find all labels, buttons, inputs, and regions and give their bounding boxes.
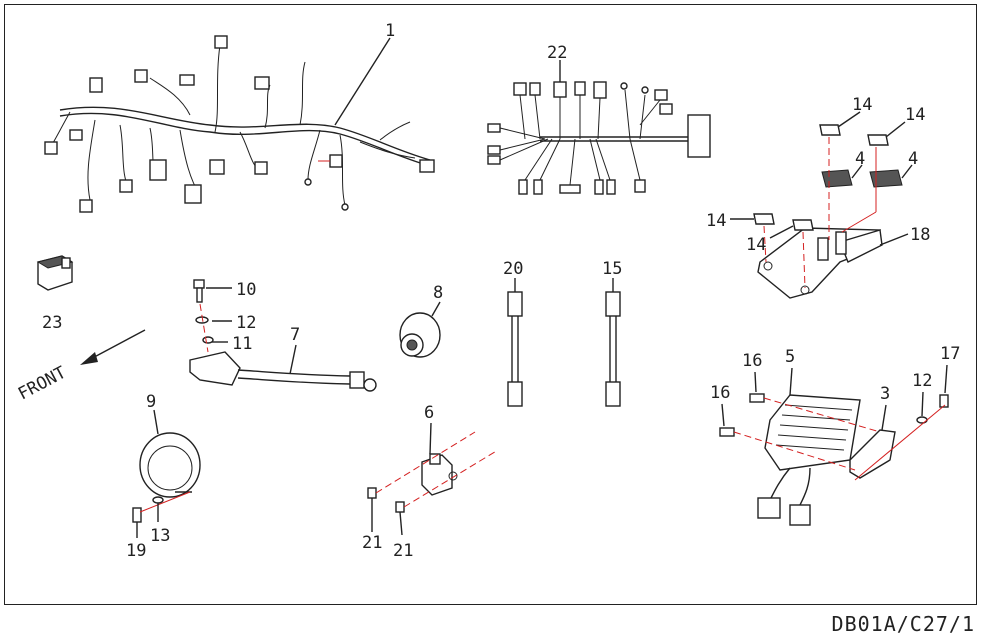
callout-21-a: 21: [362, 533, 382, 553]
callout-16-b: 16: [710, 383, 730, 403]
main-wire-harness: [44, 35, 435, 213]
horn-assembly: [132, 409, 201, 538]
callout-4-b: 4: [908, 149, 918, 169]
callout-22: 22: [547, 43, 567, 63]
jumper-lead-15: [605, 278, 621, 407]
sub-wire-harness: [487, 60, 711, 195]
diagram-frame: [4, 4, 977, 605]
callout-13: 13: [150, 526, 170, 546]
callout-5: 5: [785, 347, 795, 367]
callout-16-a: 16: [742, 351, 762, 371]
callout-10: 10: [236, 280, 256, 300]
callout-20: 20: [503, 259, 523, 279]
jumper-lead-20: [507, 278, 523, 407]
callout-3: 3: [880, 384, 890, 404]
front-label: FRONT: [15, 363, 70, 405]
drawing-code: DB01A/C27/1: [831, 612, 975, 636]
callout-11: 11: [232, 334, 252, 354]
sensor-part-8: [399, 301, 441, 358]
sensor-assembly: [189, 279, 377, 392]
callout-1: 1: [385, 21, 395, 41]
callout-12-a: 12: [236, 313, 256, 333]
callout-19: 19: [126, 541, 146, 561]
callout-14-c: 14: [706, 211, 726, 231]
callout-18: 18: [910, 225, 930, 245]
callout-6: 6: [424, 403, 434, 423]
front-arrow: [80, 329, 146, 365]
callout-17: 17: [940, 344, 960, 364]
callout-14-a: 14: [852, 95, 872, 115]
callout-7: 7: [290, 325, 300, 345]
relay: [36, 255, 74, 291]
callout-15: 15: [602, 259, 622, 279]
callout-9: 9: [146, 392, 156, 412]
callout-14-b: 14: [905, 105, 925, 125]
regulator-assembly: [719, 364, 949, 526]
callout-21-b: 21: [393, 541, 413, 561]
switch-assembly: [367, 422, 499, 536]
callout-8: 8: [433, 283, 443, 303]
callout-4-a: 4: [855, 149, 865, 169]
callout-23: 23: [42, 313, 62, 333]
callout-12-b: 12: [912, 371, 932, 391]
relay-bracket-assembly: [730, 111, 913, 299]
callout-14-d: 14: [746, 235, 766, 255]
